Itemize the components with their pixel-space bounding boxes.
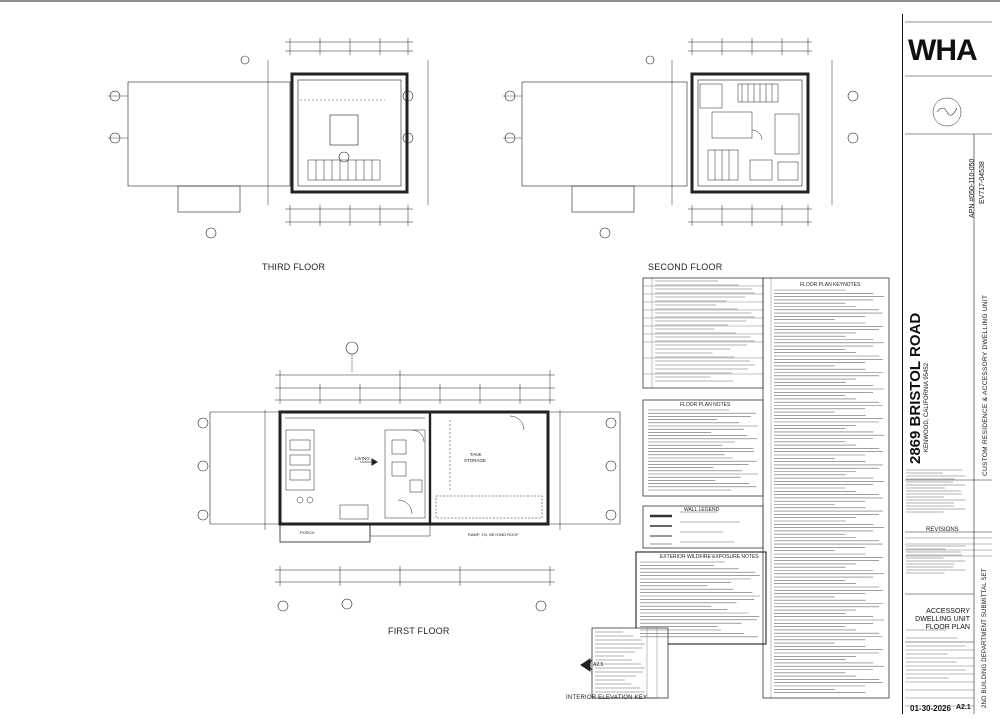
title-block: WHA APN #050-110-050 EV717-04538 2869 BR… (902, 14, 996, 714)
room-label-tank: TANK (470, 452, 482, 457)
notes-tables (591, 277, 890, 699)
sheet-number: A2.1 (956, 704, 971, 711)
sheet-date: 01-30-2026 (910, 704, 951, 713)
submittal-set-name: 2ND BUILDING DEPARTMENT SUBMITTAL SET (982, 568, 988, 708)
firm-logo: WHA (908, 34, 978, 67)
revisions-title: REVISIONS (926, 527, 959, 533)
elevation-key-marker: A2.5 (593, 662, 604, 668)
third-floor-label: THIRD FLOOR (262, 262, 326, 272)
project-city: KENWOOD, CALIFORNIA 95452 (924, 362, 930, 452)
sheet-title: ACCESSORY DWELLING UNIT FLOOR PLAN (904, 608, 970, 632)
second-floor-plan (503, 38, 859, 239)
wildfire-notes-title: EXTERIOR WILDFIRE EXPOSURE NOTES (660, 554, 759, 560)
project-description: CUSTOM RESIDENCE & ACCESSORY DWELLING UN… (982, 294, 989, 476)
first-floor-plan (197, 341, 621, 612)
title-block-lines (905, 21, 992, 714)
keynotes-title: FLOOR PLAN KEYNOTES (800, 282, 861, 288)
third-floor-plan (108, 38, 429, 239)
second-floor-label: SECOND FLOOR (648, 262, 723, 272)
first-floor-label: FIRST FLOOR (388, 626, 450, 636)
sheet-title-line-3: FLOOR PLAN (925, 624, 970, 631)
plan-notes-title: FLOOR PLAN NOTES (680, 402, 731, 408)
sheet-title-line-2: DWELLING UNIT (915, 616, 970, 623)
sheet-title-line-1: ACCESSORY (926, 608, 970, 615)
apn-number: APN #050-110-050 (969, 158, 976, 218)
permit-number: EV717-04538 (979, 161, 986, 204)
room-label-storage: STORAGE (464, 458, 486, 463)
room-label-living: LIVING (355, 456, 370, 461)
project-address: 2869 BRISTOL ROAD (907, 312, 924, 464)
ramp-note: RAMP, 1%, BEYOND ROOF (468, 532, 519, 537)
room-label-porch: PORCH (300, 530, 315, 535)
interior-elevation-key-label: INTERIOR ELEVATION KEY (566, 695, 648, 701)
wall-legend-title: WALL LEGEND (684, 507, 720, 513)
